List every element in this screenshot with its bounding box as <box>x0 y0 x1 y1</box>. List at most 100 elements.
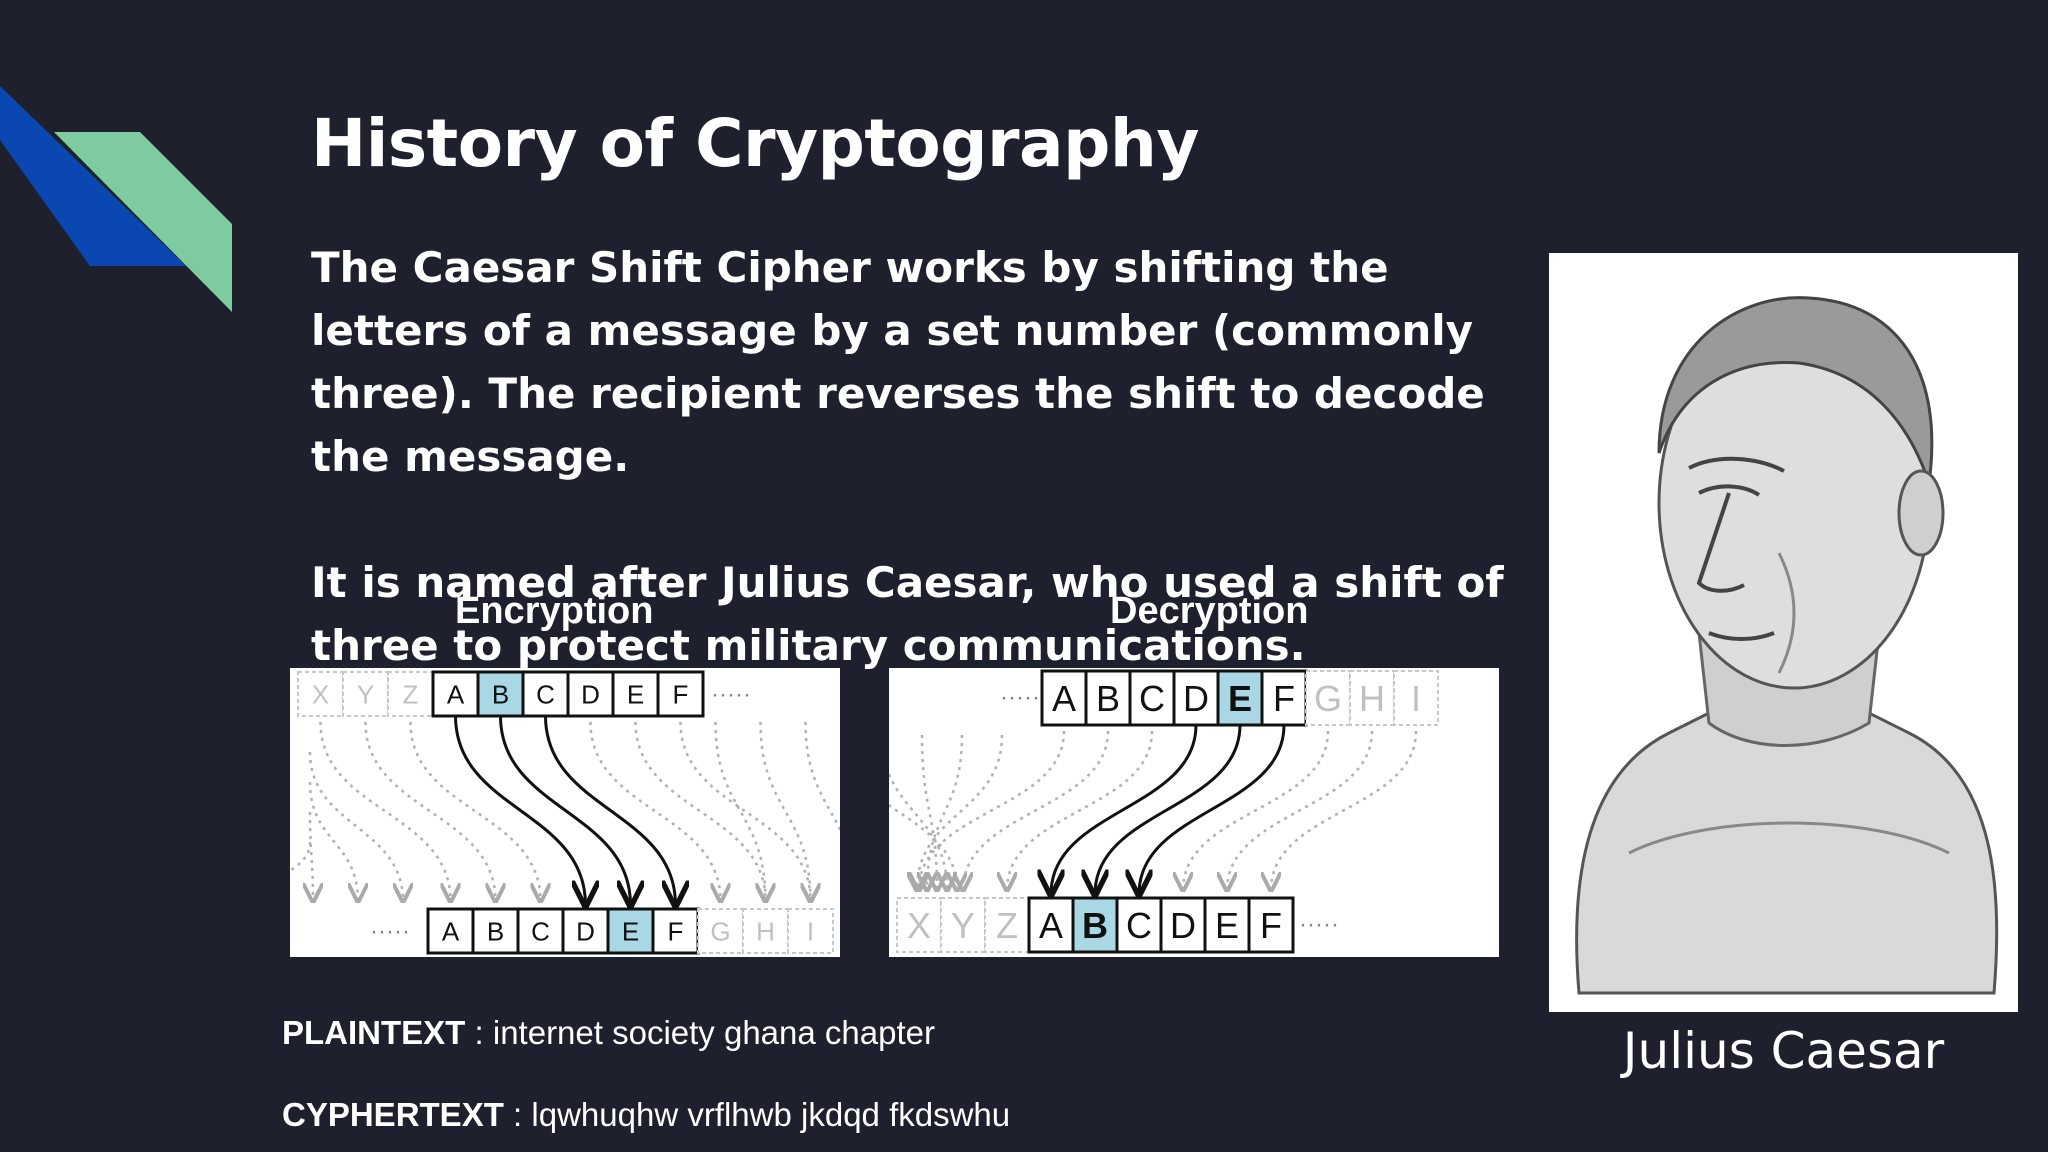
svg-text:A: A <box>442 916 460 946</box>
encryption-top-cell-y: Y <box>342 671 389 717</box>
bust-ear <box>1897 469 1945 557</box>
svg-text:D: D <box>1170 905 1196 946</box>
slide-title: History of Cryptography <box>311 105 1199 182</box>
encryption-top-cell-z: Z <box>387 671 434 717</box>
decryption-top-cell-h: H <box>1349 670 1395 726</box>
encryption-shift-arrow-faded <box>759 721 811 901</box>
slide-body: The Caesar Shift Cipher works by shiftin… <box>311 236 1541 677</box>
decryption-bottom-cell-c: C <box>1115 896 1163 954</box>
decryption-label: Decryption <box>1110 590 1309 632</box>
svg-text:A: A <box>1052 678 1076 719</box>
svg-text:Z: Z <box>996 905 1018 946</box>
svg-text:C: C <box>531 916 550 946</box>
encryption-shift-arrow-faded <box>634 721 766 901</box>
encryption-top-ellipsis: ····· <box>711 681 751 708</box>
svg-text:B: B <box>1082 905 1108 946</box>
decryption-shift-arrow-faded <box>1227 730 1374 890</box>
encryption-bottom-cell-d: D <box>561 907 610 955</box>
encryption-top-cell-f: F <box>656 670 705 718</box>
encryption-bottom-cell-g: G <box>697 908 744 954</box>
svg-text:C: C <box>536 679 555 709</box>
svg-text:B: B <box>1096 678 1120 719</box>
decryption-shift-arrow-d <box>1051 724 1198 894</box>
encryption-shift-arrow-faded <box>714 721 766 901</box>
svg-text:E: E <box>622 916 639 946</box>
svg-text:E: E <box>627 679 644 709</box>
encryption-bottom-cell-a: A <box>426 907 475 955</box>
decryption-bottom-cell-y: Y <box>940 897 986 953</box>
decryption-shift-arrow-faded <box>1007 730 1154 890</box>
encryption-top-cell-x: X <box>297 671 344 717</box>
encryption-top-cell-c: C <box>521 670 570 718</box>
decryption-bottom-cell-d: D <box>1159 896 1207 954</box>
ciphertext-line: CYPHERTEXT : lqwhuqhw vrflhwb jkdqd fkds… <box>282 1096 1010 1134</box>
plaintext-label: PLAINTEXT <box>282 1014 466 1051</box>
svg-text:F: F <box>673 679 689 709</box>
svg-text:G: G <box>1314 678 1342 719</box>
encryption-shift-arrow-faded <box>290 841 312 873</box>
green-ribbon-shape <box>54 132 232 312</box>
svg-text:B: B <box>487 916 504 946</box>
decryption-bottom-cell-z: Z <box>984 897 1030 953</box>
encryption-bottom-cell-b: B <box>471 907 520 955</box>
decryption-shift-arrow-faded <box>889 803 957 890</box>
encryption-bottom-ellipsis: ····· <box>370 918 410 945</box>
julius-caesar-bust-image <box>1549 253 2018 1012</box>
blue-ribbon-shape <box>0 86 186 266</box>
ciphertext-value: lqwhuqhw vrflhwb jkdqd fkdswhu <box>531 1096 1011 1133</box>
bust-hair <box>1657 296 1934 484</box>
ciphertext-label: CYPHERTEXT <box>282 1096 504 1133</box>
encryption-shift-arrow-b <box>499 715 631 905</box>
decryption-bottom-cell-x: X <box>896 897 942 953</box>
encryption-shift-arrow-faded <box>679 721 811 901</box>
svg-text:I: I <box>807 916 814 946</box>
encryption-shift-arrow-a <box>454 715 586 905</box>
encryption-bottom-cell-c: C <box>516 907 565 955</box>
encryption-shift-arrow-faded <box>409 721 541 901</box>
encryption-shift-arrow-c <box>544 715 676 905</box>
decorative-ribbons <box>0 86 232 312</box>
decryption-shift-arrow-faded <box>919 730 1066 890</box>
decryption-bottom-cell-e: E <box>1203 896 1251 954</box>
bust-mouth <box>1708 631 1775 641</box>
svg-text:Y: Y <box>951 905 975 946</box>
decryption-bottom-cell-b: B <box>1071 896 1119 954</box>
decryption-top-ellipsis: ····· <box>1000 684 1040 711</box>
svg-text:A: A <box>447 679 465 709</box>
svg-text:C: C <box>1126 905 1152 946</box>
bust-brow <box>1688 456 1785 473</box>
decryption-shift-arrow-faded <box>963 730 1110 890</box>
svg-text:X: X <box>907 905 931 946</box>
encryption-shift-arrow-faded <box>364 721 496 901</box>
portrait-caption: Julius Caesar <box>1622 1022 1945 1080</box>
decryption-shift-arrow-faded <box>927 734 964 890</box>
svg-text:Z: Z <box>403 679 419 709</box>
encryption-shift-arrow-faded <box>308 751 403 901</box>
svg-text:H: H <box>1359 678 1385 719</box>
encryption-shift-arrow-faded <box>319 721 451 901</box>
decryption-bottom-cell-a: A <box>1027 896 1075 954</box>
decryption-top-cell-g: G <box>1305 670 1351 726</box>
decryption-shift-arrow-faded <box>889 770 947 890</box>
bust-cheek-line <box>1777 552 1796 674</box>
decryption-top-cell-e: E <box>1216 669 1264 727</box>
decryption-shift-arrow-f <box>1139 724 1286 894</box>
svg-text:E: E <box>1228 678 1252 719</box>
encryption-bottom-cell-i: I <box>787 908 834 954</box>
decryption-top-cell-b: B <box>1084 669 1132 727</box>
encryption-shift-arrow-faded <box>804 721 840 833</box>
svg-text:D: D <box>581 679 600 709</box>
decryption-shift-arrow-e <box>1095 724 1242 894</box>
decryption-top-cell-d: D <box>1172 669 1220 727</box>
encryption-bottom-cell-f: F <box>651 907 700 955</box>
decryption-top-cell-a: A <box>1040 669 1088 727</box>
decryption-bottom-ellipsis: ····· <box>1299 911 1339 938</box>
caesar-history-note: It is named after Julius Caesar, who use… <box>311 558 1504 670</box>
bust-nose <box>1696 492 1745 593</box>
encryption-bottom-cell-e: E <box>606 907 655 955</box>
encryption-top-cell-b: B <box>476 670 525 718</box>
plaintext-line: PLAINTEXT : internet society ghana chapt… <box>282 1014 935 1052</box>
svg-text:F: F <box>1260 905 1282 946</box>
